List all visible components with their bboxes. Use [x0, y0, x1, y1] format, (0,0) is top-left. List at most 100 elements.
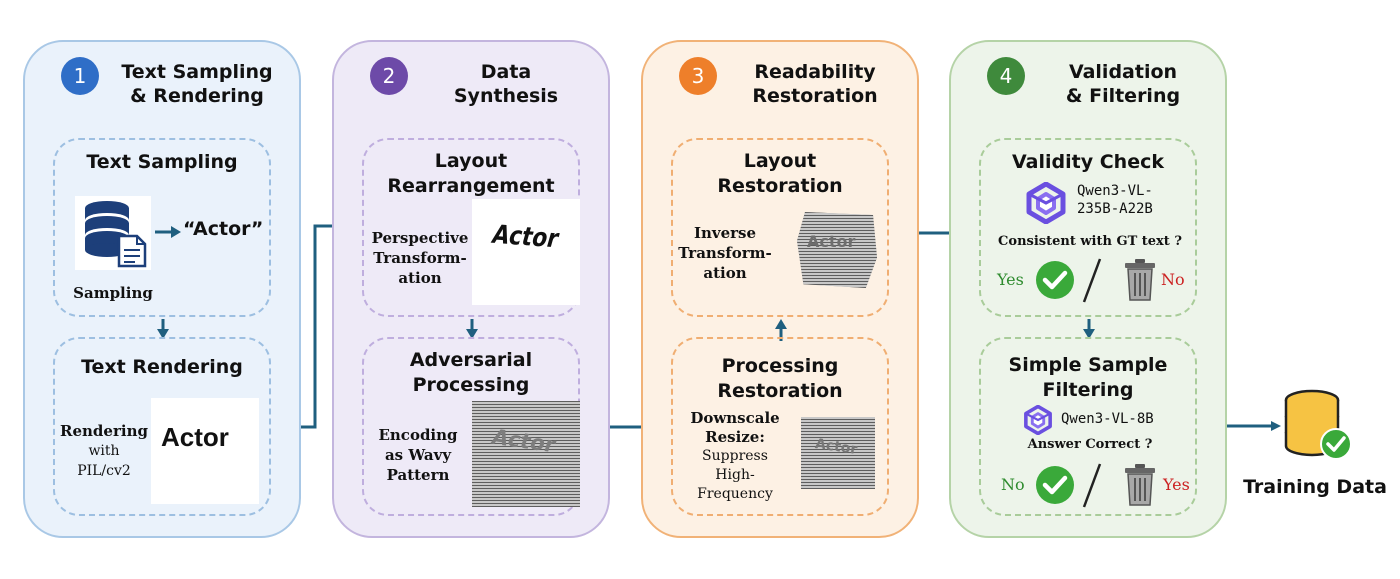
- downscaled-text: Actor: [814, 436, 859, 458]
- wavy-pattern-image: Actor: [472, 401, 580, 507]
- label-line3: Suppress: [702, 448, 768, 464]
- simple-sample-filtering-box: Simple Sample Filtering Qwen3-VL-8B Answ…: [979, 337, 1197, 516]
- label-line2: Resize:: [705, 428, 765, 446]
- model-line1: Qwen3-VL-: [1077, 183, 1153, 199]
- label-line3: ation: [703, 264, 747, 282]
- perspective-text-image: Actor: [472, 199, 580, 305]
- rendered-text: Actor: [161, 422, 229, 452]
- arrow-to-token: [155, 226, 181, 238]
- title-line1: Layout: [434, 150, 508, 172]
- validity-question: Consistent with GT text ?: [998, 234, 1182, 249]
- perspective-text: Actor: [488, 220, 563, 255]
- stage-title: Readability Restoration: [723, 60, 907, 108]
- downscale-resize-label: Downscale Resize: Suppress High- Frequen…: [687, 409, 783, 504]
- stage-title-line2: Restoration: [752, 85, 878, 107]
- rendering-label: Rendering with PIL/cv2: [59, 421, 149, 481]
- wavy-text: Actor: [488, 424, 559, 458]
- label-line1: Encoding: [378, 426, 458, 444]
- label-line2: Transform-: [373, 249, 467, 267]
- title-line2: Restoration: [717, 175, 843, 197]
- stage-number-badge: 3: [679, 57, 717, 95]
- check-circle-icon: [1036, 466, 1074, 504]
- stage-title: Validation & Filtering: [1031, 60, 1215, 108]
- stage-title-line1: Readability: [754, 61, 876, 83]
- validity-model-name: Qwen3-VL- 235B-A22B: [1077, 182, 1153, 218]
- stage-title-line2: Synthesis: [453, 85, 559, 107]
- adversarial-processing-title: Adversarial Processing: [364, 348, 578, 398]
- processing-restoration-box: Processing Restoration Downscale Resize:…: [671, 337, 889, 516]
- simple-sample-filtering-title: Simple Sample Filtering: [981, 353, 1195, 403]
- label-line1: Downscale: [690, 409, 780, 427]
- database-document-icon: [75, 196, 151, 270]
- check-circle-icon: [1036, 261, 1074, 299]
- slash-divider: [1082, 258, 1102, 303]
- title-line2: Rearrangement: [387, 175, 555, 197]
- training-data-label: Training Data: [1243, 476, 1387, 498]
- label-line4: High-: [715, 467, 755, 483]
- restored-layout-text: Actor: [807, 232, 856, 251]
- title-line1: Simple Sample: [1008, 354, 1168, 376]
- title-line1: Adversarial: [409, 349, 533, 371]
- layout-restoration-box: Layout Restoration Inverse Transform- at…: [671, 138, 889, 317]
- trash-can-icon: [1125, 464, 1155, 506]
- qwen-logo-icon: [1024, 405, 1052, 435]
- stage-title: Data Synthesis: [414, 60, 598, 108]
- trash-can-icon: [1125, 259, 1155, 301]
- arrow-down: [1083, 319, 1095, 339]
- adversarial-processing-box: Adversarial Processing Encoding as Wavy …: [362, 337, 580, 516]
- text-sampling-box: Text Sampling: [53, 138, 271, 317]
- arrow-down: [466, 319, 478, 339]
- no-label: No: [1161, 270, 1185, 289]
- layout-restoration-title: Layout Restoration: [673, 149, 887, 199]
- sampled-token: “Actor”: [183, 218, 264, 240]
- label-line5: Frequency: [697, 486, 773, 502]
- text-rendering-box: Text Rendering Rendering with PIL/cv2 Ac…: [53, 337, 271, 516]
- layout-rearrangement-box: Layout Rearrangement Perspective Transfo…: [362, 138, 580, 317]
- rendering-label-line3: PIL/cv2: [77, 463, 131, 479]
- stage-title-line1: Data: [480, 61, 532, 83]
- label-line1: Perspective: [371, 229, 469, 247]
- downscaled-image: Actor: [801, 417, 875, 489]
- stage-validation-filtering: 4 Validation & Filtering Validity Check …: [949, 40, 1227, 538]
- validity-check-title: Validity Check: [1012, 151, 1164, 173]
- rendered-text-image: Actor: [151, 398, 259, 504]
- model-line2: 235B-A22B: [1077, 201, 1153, 217]
- stage-number-badge: 2: [370, 57, 408, 95]
- text-sampling-title: Text Sampling: [86, 151, 238, 173]
- label-line3: ation: [398, 269, 442, 287]
- label-line2: as Wavy: [384, 446, 452, 464]
- stage-title-line2: & Rendering: [130, 85, 264, 107]
- stage-readability-restoration: 3 Readability Restoration Layout Restora…: [641, 40, 919, 538]
- title-line2: Restoration: [717, 380, 843, 402]
- inverse-transformation-label: Inverse Transform- ation: [677, 223, 773, 283]
- validity-check-box: Validity Check Qwen3-VL- 235B-A22B Consi…: [979, 138, 1197, 317]
- rendering-label-line2: with: [88, 443, 120, 459]
- title-line2: Processing: [412, 374, 530, 396]
- no-label: No: [1001, 475, 1025, 494]
- filter-question: Answer Correct ?: [1027, 437, 1153, 452]
- label-line3: Pattern: [386, 466, 450, 484]
- yes-label: Yes: [997, 270, 1024, 289]
- arrow-down: [157, 319, 169, 339]
- text-rendering-title: Text Rendering: [81, 356, 243, 378]
- layout-rearrangement-title: Layout Rearrangement: [364, 149, 578, 199]
- title-line1: Layout: [743, 150, 817, 172]
- filter-model-name: Qwen3-VL-8B: [1061, 411, 1154, 427]
- title-line2: Filtering: [1042, 379, 1134, 401]
- perspective-transformation-label: Perspective Transform- ation: [370, 228, 470, 288]
- stage-title-line1: Validation: [1068, 61, 1178, 83]
- stage-title: Text Sampling & Rendering: [105, 60, 289, 108]
- stage-title-line1: Text Sampling: [121, 61, 273, 83]
- encoding-wavy-label: Encoding as Wavy Pattern: [368, 425, 468, 485]
- stage-number-badge: 4: [987, 57, 1025, 95]
- title-line1: Processing: [721, 355, 839, 377]
- stage-text-sampling-rendering: 1 Text Sampling & Rendering Text Samplin…: [23, 40, 301, 538]
- label-line2: Transform-: [678, 244, 772, 262]
- restored-layout-image: Actor: [797, 212, 877, 288]
- rendering-label-line1: Rendering: [60, 422, 148, 440]
- training-data-database-icon: [1284, 389, 1352, 460]
- stage-title-line2: & Filtering: [1065, 85, 1181, 107]
- sampling-caption: Sampling: [73, 284, 153, 302]
- qwen-logo-icon: [1026, 182, 1066, 224]
